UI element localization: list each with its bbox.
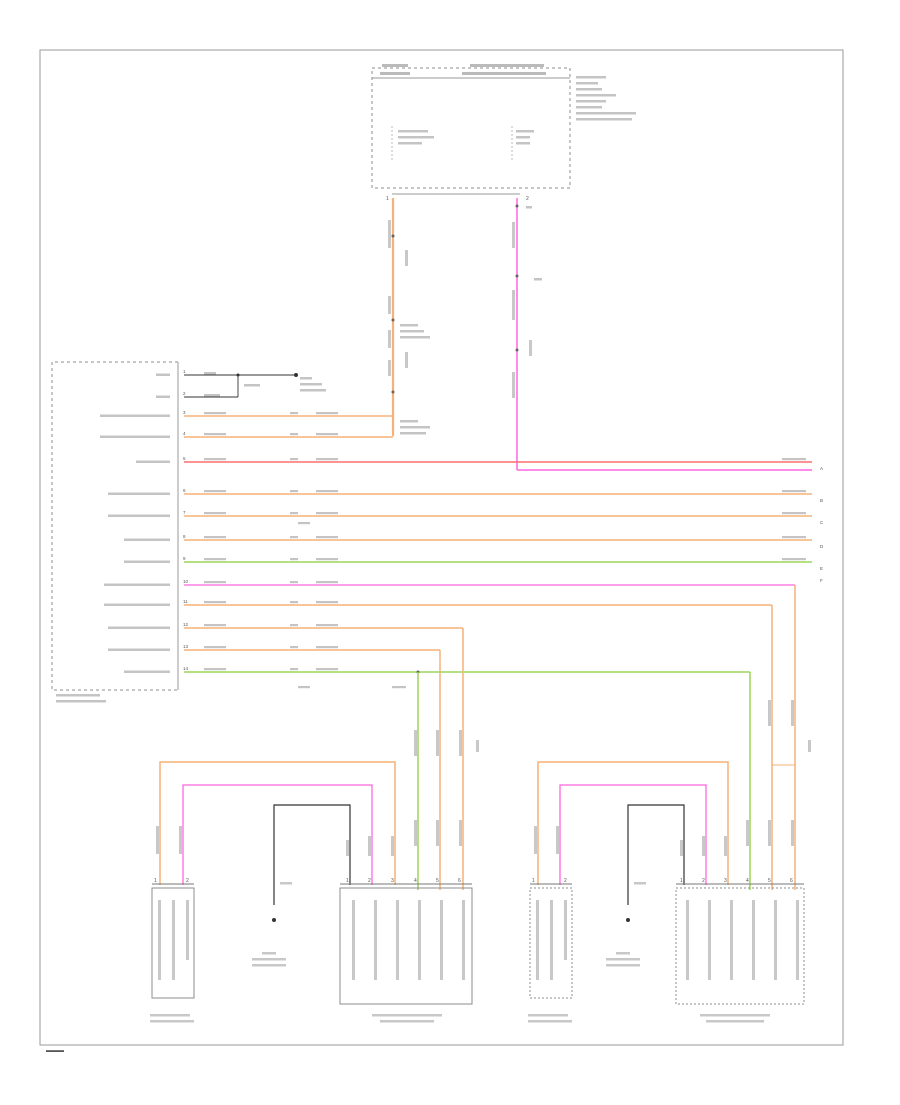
lr-connector <box>675 887 805 1005</box>
connector-pin-number: 5 <box>436 878 439 884</box>
row-label-block <box>108 514 170 517</box>
horizontal-wires <box>184 412 812 689</box>
connector-row-pin: 3 <box>183 410 186 415</box>
terminal-mark: C <box>820 520 824 525</box>
connector-pin-number: 4 <box>414 878 417 884</box>
connector-pin-number: 5 <box>768 878 771 884</box>
row-label-block <box>100 414 170 417</box>
top-pin-1: 1 <box>386 196 389 202</box>
top-module-legend <box>576 76 636 121</box>
left-row-labels <box>100 373 170 673</box>
terminal-mark: E <box>820 566 823 571</box>
connector-pin-number: 3 <box>724 878 727 884</box>
connector-row-pin: 5 <box>183 456 186 461</box>
top-module-box <box>371 67 571 189</box>
connector-row-pin: 1 <box>183 369 186 374</box>
row-label-block <box>124 538 170 541</box>
connector-row-pin: 6 <box>183 488 186 493</box>
connector-pin-number: 4 <box>746 878 749 884</box>
rr-connector <box>339 887 473 1005</box>
connector-row-pin: 11 <box>183 599 188 604</box>
left-front-section: 1 2 1 2 3 4 5 6 <box>528 761 805 1023</box>
connector-pin-number: 1 <box>346 878 349 884</box>
rf-pin-1: 1 <box>154 878 157 884</box>
lf-connector <box>529 887 573 999</box>
terminal-mark: A <box>820 466 823 471</box>
top-vertical-wires <box>388 198 812 471</box>
row-label-block <box>104 603 170 606</box>
row-label-block <box>108 626 170 629</box>
row-label-block <box>104 583 170 586</box>
connector-row-pin: 9 <box>183 556 186 561</box>
left-module-dashed-box <box>51 361 178 691</box>
lf-pin-1: 1 <box>532 878 535 884</box>
top-module: 1 2 <box>371 64 636 202</box>
connector-row-pin: 12 <box>183 622 189 627</box>
connector-pin-number: 2 <box>368 878 371 884</box>
page-frame <box>39 49 844 1046</box>
connector-row-pin: 7 <box>183 510 186 515</box>
connector-row-pin: 8 <box>183 534 186 539</box>
row-label-block <box>124 560 170 563</box>
lf-pin-2: 2 <box>564 878 567 884</box>
row-label-block <box>156 373 170 376</box>
terminal-mark: D <box>820 544 824 549</box>
page-code: ▬▬▬ <box>46 1048 64 1054</box>
connector-row-pin: 13 <box>183 644 189 649</box>
row-label-block <box>108 492 170 495</box>
connector-row-pin: 10 <box>183 579 189 584</box>
connector-pin-number: 6 <box>790 878 793 884</box>
terminal-mark: F <box>820 578 823 583</box>
connector-pin-number: 2 <box>702 878 705 884</box>
top-pin-2: 2 <box>526 196 529 202</box>
connector-pin-number: 6 <box>458 878 461 884</box>
rf-pin-2: 2 <box>186 878 189 884</box>
row-label-block <box>124 670 170 673</box>
connector-row-pin: 2 <box>183 391 186 396</box>
connector-pin-number: 3 <box>391 878 394 884</box>
row-label-block <box>108 648 170 651</box>
rr-pins: 1 2 3 4 5 6 <box>346 878 461 884</box>
row-label-block <box>136 460 170 463</box>
connector-pin-number: 1 <box>680 878 683 884</box>
right-front-section: 1 2 1 2 3 4 5 6 <box>150 761 473 1023</box>
right-edge-terminals: A B C D E F <box>820 466 824 583</box>
drop-wires <box>414 585 811 890</box>
terminal-mark: B <box>820 498 823 503</box>
rf-connector <box>151 887 195 999</box>
row-label-block <box>156 395 170 398</box>
lr-pins: 1 2 3 4 5 6 <box>680 878 793 884</box>
top-ground-wires <box>184 372 326 398</box>
connector-row-pin: 14 <box>183 666 189 671</box>
connector-row-pin: 4 <box>183 431 186 436</box>
row-label-block <box>100 435 170 438</box>
